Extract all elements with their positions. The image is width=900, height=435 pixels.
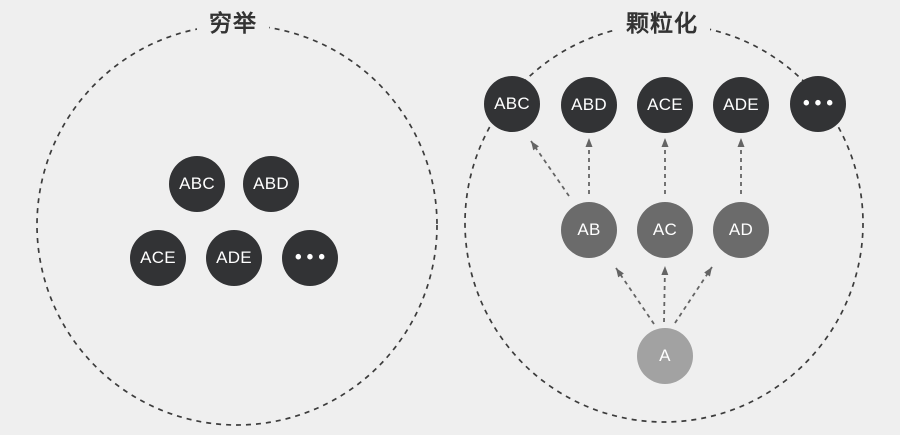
right-node-abc: ABC bbox=[484, 76, 540, 132]
left-node-ellipsis: ••• bbox=[282, 230, 338, 286]
left-node-ace: ACE bbox=[130, 230, 186, 286]
right-node-a: A bbox=[637, 328, 693, 384]
right-node-ab: AB bbox=[561, 202, 617, 258]
arrow-a-to-ad bbox=[674, 266, 713, 324]
right-node-ad: AD bbox=[713, 202, 769, 258]
arrow-ab-to-abc bbox=[530, 140, 570, 197]
left-node-abc: ABC bbox=[169, 156, 225, 212]
right-node-ade: ADE bbox=[713, 77, 769, 133]
left-node-ade: ADE bbox=[206, 230, 262, 286]
right-node-ace: ACE bbox=[637, 77, 693, 133]
right-node-ac: AC bbox=[637, 202, 693, 258]
arrow-a-to-ab bbox=[615, 267, 655, 325]
arrow-a-to-ac bbox=[661, 265, 669, 323]
right-node-ellipsis: ••• bbox=[790, 76, 846, 132]
right-node-abd: ABD bbox=[561, 77, 617, 133]
right-diagram-title: 颗粒化 bbox=[614, 9, 710, 37]
left-diagram-title: 穷举 bbox=[197, 9, 269, 37]
left-boundary-dashed-circle bbox=[36, 24, 438, 426]
right-boundary-dashed-circle bbox=[464, 23, 864, 423]
left-node-abd: ABD bbox=[243, 156, 299, 212]
arrow-group bbox=[530, 138, 745, 325]
